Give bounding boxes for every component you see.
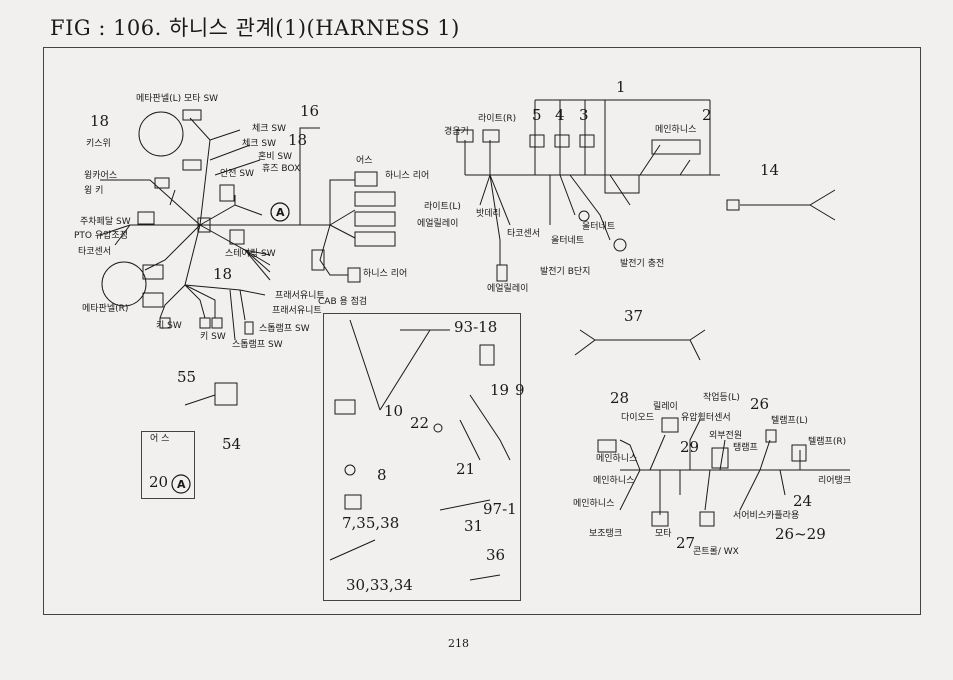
part-number-5: 5 <box>532 106 542 124</box>
label-control-wx: 콘트롤/ WX <box>693 547 739 557</box>
label-main-harness-top: 메인하니스 <box>655 125 697 135</box>
label-air-relay-1: 에얼릴레이 <box>417 219 459 229</box>
label-battery: 밧데리 <box>476 209 501 219</box>
label-alternator-2: 올터네트 <box>551 236 585 246</box>
label-safety-sw: 안전 SW <box>220 169 255 179</box>
label-ext-power: 외부전원 <box>709 431 743 441</box>
part-number-21: 21 <box>456 460 476 478</box>
part-number-18b: 18 <box>288 131 308 149</box>
part-number-55: 55 <box>177 368 197 386</box>
label-steering-sw: 스테어링 SW <box>225 249 276 259</box>
label-check-sw-1: 체크 SW <box>252 124 287 134</box>
part-number-37: 37 <box>624 307 644 325</box>
part-number-20: 20 <box>149 473 169 491</box>
label-key-switch: 키스위 <box>86 139 111 149</box>
part-number-10: 10 <box>384 402 404 420</box>
label-light-l: 라이트(L) <box>424 202 461 212</box>
label-alternator-1: 올터네트 <box>582 222 616 232</box>
label-tachosensor-mid: 타코센서 <box>507 229 541 239</box>
label-horn-sw: 혼비 SW <box>258 152 293 162</box>
figure-title: FIG : 106. 하니스 관계(1)(HARNESS 1) <box>50 16 460 40</box>
label-key-sw-1: 키 SW <box>156 321 182 331</box>
label-oil-filter-sensor: 유압휠터센서 <box>681 413 731 423</box>
label-work-light-l: 작업등(L) <box>703 393 740 403</box>
part-number-26-29: 26~29 <box>775 525 826 543</box>
part-number-27: 27 <box>676 534 696 552</box>
part-number-2: 2 <box>702 106 712 124</box>
label-air-relay-2: 에얼릴레이 <box>487 284 529 294</box>
earth-detail-box <box>141 431 195 499</box>
part-number-22: 22 <box>410 414 430 432</box>
label-light-r: 라이트(R) <box>478 114 517 124</box>
part-number-36: 36 <box>486 546 506 564</box>
meter-panel-l-gauge <box>138 111 184 157</box>
part-number-93-18: 93-18 <box>454 318 498 336</box>
diagram-frame <box>43 47 921 615</box>
meter-panel-r-gauge <box>101 261 147 307</box>
label-earth-top: 어스 <box>356 156 373 166</box>
part-number-8: 8 <box>377 466 387 484</box>
label-earth-box: 어 스 <box>150 434 170 444</box>
circle-a-marker-top <box>270 202 290 222</box>
label-stop-lamp-sw-2: 스톱램프 SW <box>232 340 283 350</box>
label-park-pedal-sw: 주차페달 SW <box>80 217 131 227</box>
circle-a-letter-top: A <box>276 206 285 219</box>
circle-a-letter-bottom: A <box>177 478 186 491</box>
part-number-26: 26 <box>750 395 770 413</box>
label-frame-unit-1: 프래서유니트 <box>275 291 325 301</box>
label-fuse-box: 휴즈 BOX <box>262 164 301 174</box>
part-number-30-33-34: 30,33,34 <box>346 576 413 594</box>
label-aux-tank: 보조탱크 <box>589 529 623 539</box>
label-diode: 다이오드 <box>621 413 655 423</box>
part-number-97-1: 97-1 <box>483 500 517 518</box>
part-number-18a: 18 <box>90 112 110 130</box>
label-stop-lamp-sw-1: 스톱램프 SW <box>259 324 310 334</box>
label-harness-rear-2: 하니스 리어 <box>363 269 408 279</box>
part-number-19: 19 <box>490 381 510 399</box>
circle-a-marker-bottom <box>171 474 191 494</box>
label-horn: 경음기 <box>444 127 469 137</box>
label-tank-lamp: 탱램프 <box>733 443 758 453</box>
label-meter-panel-l-motor-sw: 메타판넬(L) 모타 SW <box>136 94 219 104</box>
label-winker-key: 윙 키 <box>84 186 104 196</box>
part-number-14: 14 <box>760 161 780 179</box>
label-check-sw-2: 체크 SW <box>242 139 277 149</box>
part-number-3: 3 <box>579 106 589 124</box>
part-number-7-35-38: 7,35,38 <box>342 514 400 532</box>
label-tail-lamp-l: 텔램프(L) <box>771 416 808 426</box>
part-number-29: 29 <box>680 438 700 456</box>
label-main-harness-3: 메인하니스 <box>573 499 615 509</box>
label-motor: 모타 <box>655 529 672 539</box>
label-relay: 릴레이 <box>653 402 678 412</box>
label-rear-tank: 리어탱크 <box>818 476 852 486</box>
part-number-1: 1 <box>616 78 626 96</box>
label-meter-panel-r: 메타판넬(R) <box>82 304 129 314</box>
parts-inset-frame <box>323 313 521 601</box>
part-number-24: 24 <box>793 492 813 510</box>
label-winker-earth: 윙카어스 <box>84 171 118 181</box>
part-number-18c: 18 <box>213 265 233 283</box>
label-frame-unit-2: 프래서유니트 <box>272 306 322 316</box>
label-harness-rear-1: 하니스 리어 <box>385 171 430 181</box>
part-number-28: 28 <box>610 389 630 407</box>
label-tail-lamp-r: 텔램프(R) <box>808 437 847 447</box>
label-tachosensor-left: 타코센서 <box>78 247 112 257</box>
label-key-sw-2: 키 SW <box>200 332 226 342</box>
part-number-31: 31 <box>464 517 484 535</box>
part-number-9: 9 <box>515 381 525 399</box>
part-number-4: 4 <box>555 106 565 124</box>
label-gen-charge: 발전기 충전 <box>620 259 665 269</box>
label-service-coupler: 서어비스카플라용 <box>733 511 800 521</box>
label-gen-b-terminal: 발전기 B단지 <box>540 267 591 277</box>
page-number: 218 <box>448 637 469 650</box>
label-main-harness-1: 메인하니스 <box>596 454 638 464</box>
part-number-16: 16 <box>300 102 320 120</box>
label-pto-oil: PTO 유압조정 <box>74 231 128 241</box>
label-main-harness-2: 메인하니스 <box>593 476 635 486</box>
label-cab-check: CAB 용 점검 <box>318 297 368 307</box>
part-number-54: 54 <box>222 435 242 453</box>
